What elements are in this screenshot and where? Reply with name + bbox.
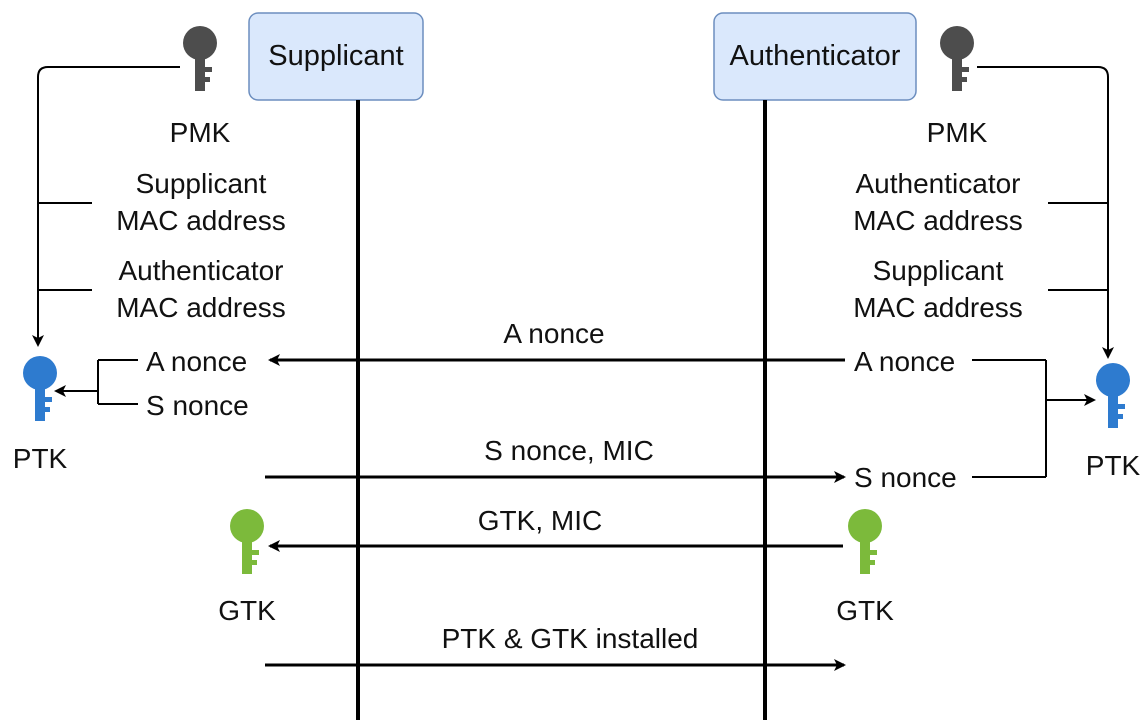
ptk-label-left: PTK	[13, 443, 68, 474]
left-pmk-feed-line	[32, 66, 180, 347]
right-pmk-feed-line	[977, 66, 1114, 359]
right-a-nonce: A nonce	[854, 346, 955, 377]
authenticator-box	[713, 12, 917, 101]
left-supplicant-mac-line2: MAC address	[116, 205, 286, 236]
ptk-key-icon-right	[1096, 363, 1130, 428]
left-s-nonce: S nonce	[146, 390, 249, 421]
ptk-key-icon-left	[23, 356, 57, 421]
gtk-label-right: GTK	[836, 595, 894, 626]
left-a-nonce: A nonce	[146, 346, 247, 377]
pmk-key-icon-right	[940, 26, 974, 91]
right-authenticator-mac-line1: Authenticator	[856, 168, 1021, 199]
right-s-nonce: S nonce	[854, 462, 957, 493]
message-3-label: GTK, MIC	[478, 505, 602, 536]
pmk-label-left: PMK	[170, 117, 231, 148]
right-supplicant-mac-line1: Supplicant	[873, 255, 1004, 286]
pmk-key-icon-left	[183, 26, 217, 91]
message-4-label: PTK & GTK installed	[442, 623, 699, 654]
message-1-label: A nonce	[503, 318, 604, 349]
left-supplicant-mac-line1: Supplicant	[136, 168, 267, 199]
gtk-key-icon-left	[230, 509, 264, 574]
left-authenticator-mac-line2: MAC address	[116, 292, 286, 323]
pmk-label-right: PMK	[927, 117, 988, 148]
authenticator-title: Authenticator	[730, 40, 901, 72]
right-authenticator-mac-line2: MAC address	[853, 205, 1023, 236]
gtk-label-left: GTK	[218, 595, 276, 626]
supplicant-box	[248, 12, 424, 101]
gtk-key-icon-right	[848, 509, 882, 574]
left-authenticator-mac-line1: Authenticator	[119, 255, 284, 286]
right-supplicant-mac-line2: MAC address	[853, 292, 1023, 323]
supplicant-title: Supplicant	[268, 40, 403, 72]
ptk-label-right: PTK	[1086, 450, 1141, 481]
message-2-label: S nonce, MIC	[484, 435, 654, 466]
